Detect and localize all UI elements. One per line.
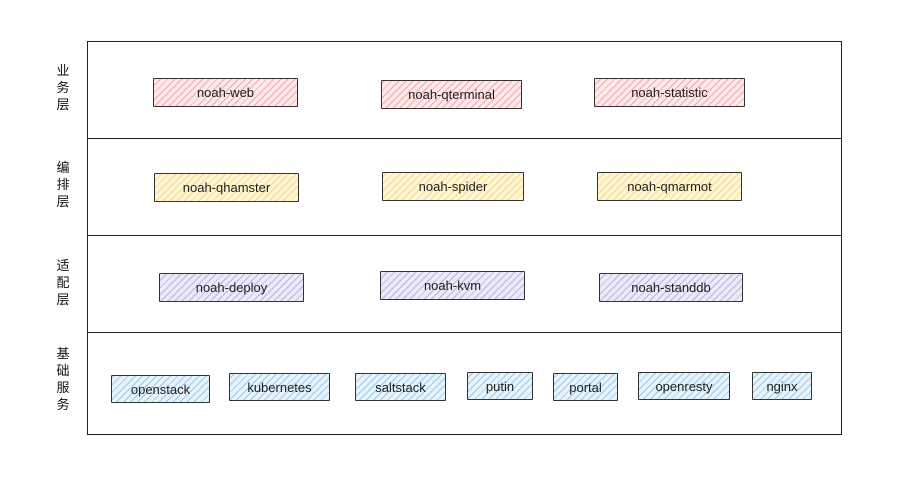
business-layer-label: 业 务 层: [56, 64, 70, 113]
noah-spider-box[interactable]: noah-spider: [382, 172, 524, 201]
noah-deploy-label: noah-deploy: [195, 280, 268, 295]
kubernetes-label: kubernetes: [247, 379, 312, 395]
noah-web-box[interactable]: noah-web: [153, 78, 298, 107]
putin-label: putin: [485, 378, 515, 394]
noah-kvm-box[interactable]: noah-kvm: [380, 271, 525, 300]
putin-box[interactable]: putin: [467, 372, 533, 400]
noah-qmarmot-label: noah-qmarmot: [627, 179, 712, 194]
portal-box[interactable]: portal: [553, 373, 618, 401]
saltstack-label: saltstack: [375, 379, 426, 395]
noah-web-label: noah-web: [196, 85, 255, 100]
kubernetes-box[interactable]: kubernetes: [229, 373, 330, 401]
noah-kvm-label: noah-kvm: [423, 278, 482, 293]
saltstack-box[interactable]: saltstack: [355, 373, 446, 401]
infrastructure-layer-frame: [87, 332, 842, 435]
noah-statistic-label: noah-statistic: [631, 85, 708, 100]
openstack-box[interactable]: openstack: [111, 375, 210, 403]
noah-standdb-box[interactable]: noah-standdb: [599, 273, 743, 302]
portal-label: portal: [569, 379, 602, 395]
noah-statistic-box[interactable]: noah-statistic: [594, 78, 745, 107]
orchestration-layer-label: 编 排 层: [56, 161, 70, 210]
noah-qterminal-box[interactable]: noah-qterminal: [381, 80, 522, 109]
noah-spider-label: noah-spider: [418, 179, 488, 194]
noah-qhamster-label: noah-qhamster: [182, 180, 271, 195]
nginx-box[interactable]: nginx: [752, 372, 812, 400]
adapter-layer-label: 适 配 层: [56, 259, 70, 308]
noah-qmarmot-box[interactable]: noah-qmarmot: [597, 172, 742, 201]
noah-qterminal-label: noah-qterminal: [408, 87, 495, 102]
noah-standdb-label: noah-standdb: [631, 280, 711, 295]
noah-deploy-box[interactable]: noah-deploy: [159, 273, 304, 302]
openresty-box[interactable]: openresty: [638, 372, 730, 400]
infrastructure-layer-label: 基 础 服 务: [56, 347, 70, 413]
openstack-label: openstack: [130, 381, 191, 397]
noah-qhamster-box[interactable]: noah-qhamster: [154, 173, 299, 202]
nginx-label: nginx: [766, 378, 798, 394]
openresty-label: openresty: [655, 378, 713, 394]
